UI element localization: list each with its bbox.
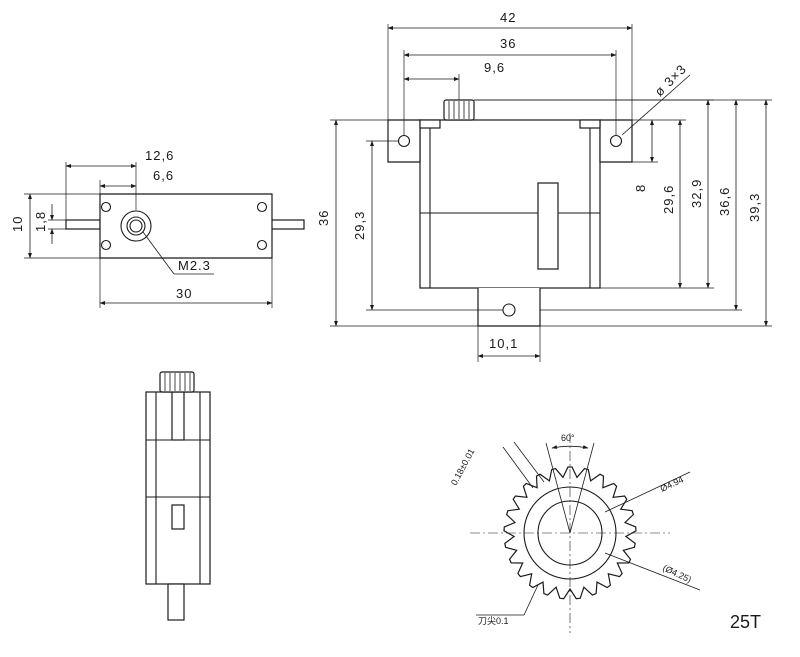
- mount-hole-icon: [256, 239, 268, 251]
- top-view: M2.3 12,6 6,6 30 10 1,8: [10, 148, 305, 308]
- bottom-tab: [477, 288, 541, 327]
- dim-32-9: 32,9: [689, 179, 704, 208]
- side-spline: [159, 371, 195, 393]
- dim-36-6: 36,6: [717, 187, 732, 216]
- side-view: [145, 371, 211, 621]
- dim-42: 42: [500, 10, 516, 25]
- left-mount-ear: [387, 119, 421, 163]
- mount-hole-icon: [609, 134, 623, 148]
- output-boss: [120, 210, 152, 242]
- side-stub: [167, 583, 185, 621]
- dim-29-3: 29,3: [352, 211, 367, 240]
- gear-detail: 60° 0.18±0.01 Ø4.94 (Ø4.25) 刀尖0.1 25T: [449, 433, 761, 633]
- output-spline-icon: [126, 216, 146, 236]
- outer-dia-label: Ø4.94: [659, 474, 685, 493]
- dim-39-3: 39,3: [747, 193, 762, 222]
- side-slot: [537, 182, 559, 270]
- tooth-width-label: 0.18±0.01: [449, 447, 477, 487]
- dim-12-6: 12,6: [145, 148, 174, 163]
- tip-label: 刀尖0.1: [478, 615, 509, 626]
- dim-8: 8: [633, 184, 648, 192]
- mount-hole-icon: [256, 201, 268, 213]
- dim-36-top: 36: [500, 36, 516, 51]
- teeth-count-label: 25T: [730, 612, 761, 632]
- dim-30: 30: [176, 286, 192, 301]
- left-shaft-stub: [65, 219, 101, 230]
- output-spline-inner: [129, 219, 143, 233]
- dim-9-6: 9,6: [484, 60, 505, 75]
- servo-body-top: [99, 193, 273, 259]
- mount-hole-icon: [100, 201, 112, 213]
- dim-36-left: 36: [316, 210, 331, 226]
- thread-label: M2.3: [178, 258, 211, 273]
- dim-6-6: 6,6: [153, 168, 174, 183]
- servo-body-front: [419, 119, 601, 289]
- mount-hole-icon: [397, 134, 411, 148]
- dim-1-8: 1,8: [33, 211, 48, 232]
- angle-label: 60°: [561, 433, 575, 443]
- dim-29-6: 29,6: [661, 185, 676, 214]
- dim-10: 10: [10, 216, 25, 232]
- right-shaft-stub: [269, 219, 305, 230]
- mount-hole-icon: [100, 239, 112, 251]
- front-view: 42 36 9,6 ø 3×3 36 29,3 8 29,6: [316, 10, 772, 362]
- dim-10-1: 10,1: [489, 336, 518, 351]
